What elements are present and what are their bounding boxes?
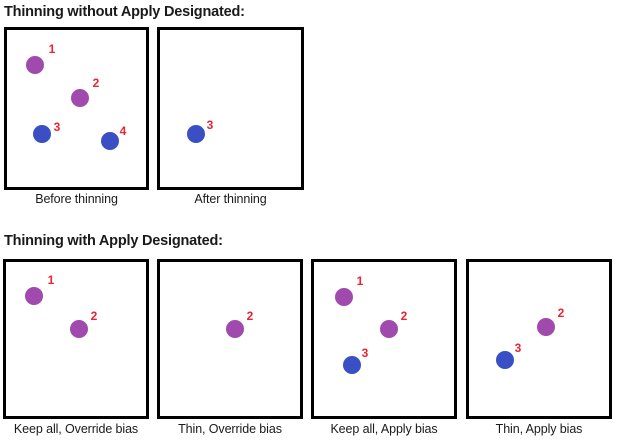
panel-thin-override-bias — [157, 259, 303, 419]
data-point-label-1: 1 — [48, 42, 56, 56]
data-point-purple-2 — [380, 320, 398, 338]
caption-thin-apply-bias: Thin, Apply bias — [495, 422, 583, 436]
data-point-label-3: 3 — [514, 341, 522, 355]
data-point-label-1: 1 — [47, 273, 55, 287]
caption-after-thinning: After thinning — [194, 192, 267, 206]
data-point-blue-3 — [33, 125, 51, 143]
data-point-label-3: 3 — [361, 346, 369, 360]
data-point-purple-1 — [25, 287, 43, 305]
data-point-blue-3 — [496, 351, 514, 369]
caption-keep-all-override-bias: Keep all, Override bias — [13, 422, 139, 436]
data-point-label-1: 1 — [356, 274, 364, 288]
caption-before-thinning: Before thinning — [35, 192, 118, 206]
caption-keep-all-apply-bias: Keep all, Apply bias — [330, 422, 438, 436]
data-point-purple-1 — [335, 288, 353, 306]
caption-thin-override-bias: Thin, Override bias — [178, 422, 282, 436]
data-point-label-2: 2 — [246, 309, 254, 323]
data-point-label-2: 2 — [90, 309, 98, 323]
data-point-label-4: 4 — [119, 124, 127, 138]
data-point-label-2: 2 — [557, 306, 565, 320]
panel-after-thinning — [157, 27, 304, 190]
panel-keep-all-override-bias — [3, 259, 149, 419]
panel-before-thinning — [4, 27, 149, 190]
data-point-label-2: 2 — [92, 76, 100, 90]
section-title-0: Thinning without Apply Designated: — [4, 4, 245, 20]
data-point-purple-2 — [537, 318, 555, 336]
data-point-blue-4 — [101, 132, 119, 150]
data-point-purple-1 — [26, 56, 44, 74]
data-point-purple-2 — [226, 320, 244, 338]
data-point-label-3: 3 — [206, 118, 214, 132]
panel-thin-apply-bias — [466, 259, 612, 419]
data-point-blue-3 — [343, 356, 361, 374]
data-point-label-2: 2 — [400, 309, 408, 323]
panel-keep-all-apply-bias — [311, 259, 457, 419]
data-point-purple-2 — [70, 320, 88, 338]
data-point-label-3: 3 — [53, 120, 61, 134]
section-title-1: Thinning with Apply Designated: — [4, 233, 223, 249]
data-point-purple-2 — [71, 89, 89, 107]
data-point-blue-3 — [187, 125, 205, 143]
